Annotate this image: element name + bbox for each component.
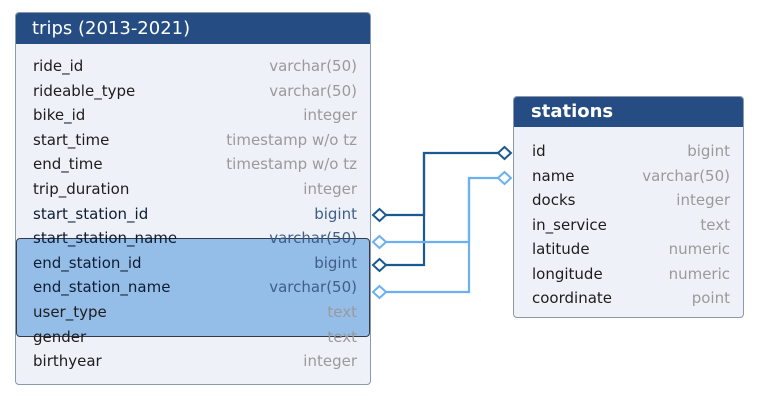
column-name: rideable_type <box>33 81 136 100</box>
column-row-ride-id[interactable]: ride_id varchar(50) <box>16 54 370 79</box>
column-name: in_service <box>532 215 607 234</box>
stations-table-title: stations <box>514 97 743 127</box>
column-name: start_time <box>33 130 110 149</box>
column-row-name[interactable]: name varchar(50) <box>514 164 743 189</box>
column-type: varchar(50) <box>642 166 730 185</box>
column-name: ride_id <box>33 57 84 75</box>
column-name: birthyear <box>33 352 102 371</box>
column-row-longitude[interactable]: longitude numeric <box>514 262 743 287</box>
column-type: text <box>327 327 357 346</box>
column-type: text <box>327 302 357 321</box>
column-row-bike-id[interactable]: bike_id integer <box>16 103 370 128</box>
link-start-station-name[interactable] <box>386 176 498 244</box>
column-name: coordinate <box>532 289 613 307</box>
column-type: point <box>691 289 730 307</box>
link-end-station-name[interactable] <box>386 178 471 294</box>
column-type: text <box>700 215 730 234</box>
column-name: start_station_name <box>33 229 178 248</box>
column-row-id[interactable]: id bigint <box>514 139 743 164</box>
column-type: bigint <box>687 142 730 160</box>
station-columns-highlight <box>16 238 370 337</box>
column-row-start-station-name[interactable]: start_station_name varchar(50) <box>16 226 370 251</box>
column-row-birthyear[interactable]: birthyear integer <box>16 349 370 374</box>
column-type: integer <box>303 179 357 198</box>
column-type: varchar(50) <box>269 278 357 297</box>
column-row-start-station-id[interactable]: start_station_id bigint <box>16 202 370 227</box>
column-row-trip-duration[interactable]: trip_duration integer <box>16 177 370 202</box>
column-name: longitude <box>532 264 603 283</box>
trips-columns: ride_id varchar(50) rideable_type varcha… <box>16 44 370 374</box>
column-name: end_station_id <box>33 253 142 272</box>
column-row-end-station-id[interactable]: end_station_id bigint <box>16 251 370 276</box>
column-name: end_time <box>33 155 103 174</box>
column-name: latitude <box>532 240 590 258</box>
column-name: gender <box>33 327 87 346</box>
link-start-station-id[interactable] <box>386 151 498 217</box>
column-name: id <box>532 142 546 160</box>
column-type: integer <box>676 191 730 209</box>
column-row-gender[interactable]: gender text <box>16 325 370 350</box>
column-type: varchar(50) <box>269 57 357 75</box>
stations-columns: id bigint name varchar(50) docks integer… <box>514 127 743 311</box>
diamond-connector-name <box>496 170 513 186</box>
column-row-docks[interactable]: docks integer <box>514 188 743 213</box>
diamond-connector-end-station-name <box>371 284 388 300</box>
column-name: user_type <box>33 302 107 321</box>
column-type: integer <box>303 106 357 125</box>
column-type: timestamp w/o tz <box>226 155 357 174</box>
trips-table-title: trips (2013-2021) <box>16 13 370 44</box>
column-row-latitude[interactable]: latitude numeric <box>514 237 743 262</box>
diamond-connector-start-station-id <box>371 207 388 223</box>
column-row-start-time[interactable]: start_time timestamp w/o tz <box>16 128 370 153</box>
diamond-connector-end-station-id <box>371 257 388 273</box>
column-name: docks <box>532 191 576 209</box>
column-type: varchar(50) <box>269 229 357 248</box>
column-row-coordinate[interactable]: coordinate point <box>514 286 743 311</box>
column-type: integer <box>303 352 357 371</box>
column-name: end_station_name <box>33 278 171 297</box>
column-type: numeric <box>668 264 730 283</box>
column-row-rideable-type[interactable]: rideable_type varchar(50) <box>16 79 370 104</box>
column-row-end-time[interactable]: end_time timestamp w/o tz <box>16 152 370 177</box>
column-type: bigint <box>314 253 357 272</box>
trips-table[interactable]: trips (2013-2021) ride_id varchar(50) ri… <box>15 12 371 385</box>
diamond-connector-start-station-name <box>371 234 388 250</box>
column-type: numeric <box>668 240 730 258</box>
column-name: start_station_id <box>33 204 149 223</box>
column-row-in-service[interactable]: in_service text <box>514 213 743 238</box>
diamond-connector-id <box>496 145 513 161</box>
column-row-user-type[interactable]: user_type text <box>16 300 370 325</box>
column-name: name <box>532 166 575 185</box>
link-end-station-id[interactable] <box>386 153 426 267</box>
stations-table[interactable]: stations id bigint name varchar(50) dock… <box>513 96 744 318</box>
column-type: varchar(50) <box>269 81 357 100</box>
column-type: bigint <box>314 204 357 223</box>
column-row-end-station-name[interactable]: end_station_name varchar(50) <box>16 275 370 300</box>
column-name: trip_duration <box>33 179 130 198</box>
column-type: timestamp w/o tz <box>226 130 357 149</box>
column-name: bike_id <box>33 106 86 125</box>
